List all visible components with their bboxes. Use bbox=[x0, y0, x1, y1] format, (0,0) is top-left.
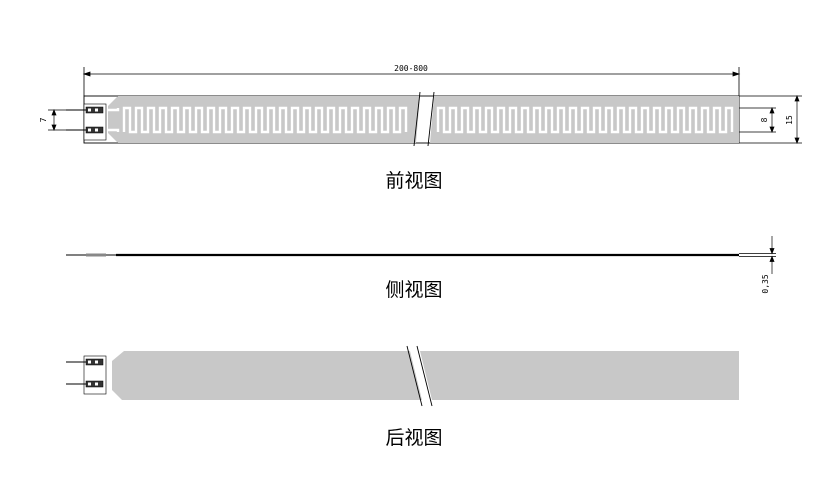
thickness-dimension bbox=[739, 236, 776, 274]
serpentine-segment bbox=[436, 106, 734, 134]
front-film-body-right bbox=[430, 96, 739, 143]
side-terminal bbox=[86, 253, 106, 257]
back-terminals bbox=[83, 355, 107, 395]
trace-width-dim-text: 8 bbox=[760, 117, 769, 122]
front-lead-wires bbox=[66, 109, 86, 131]
total-width-dim-text: 15 bbox=[785, 115, 794, 125]
length-dimension bbox=[82, 67, 741, 96]
total-width-dimension bbox=[739, 95, 802, 144]
front-break-lines bbox=[413, 91, 435, 147]
serpentine-segment bbox=[122, 106, 408, 134]
back-view: 后视图 bbox=[66, 345, 739, 449]
back-lead-wires bbox=[66, 361, 86, 385]
trace-terminal-link bbox=[106, 108, 120, 132]
front-serpentine-trace bbox=[106, 106, 734, 134]
lead-spacing-dim-text: 7 bbox=[39, 117, 48, 122]
front-view-caption: 前视图 bbox=[385, 170, 442, 192]
side-view: 0,35 侧视图 bbox=[66, 236, 776, 301]
trace-width-dimension bbox=[739, 107, 776, 133]
back-film-body-right bbox=[420, 351, 739, 400]
thickness-dim-text: 0,35 bbox=[761, 274, 770, 293]
length-dim-text: 200-800 bbox=[394, 64, 428, 73]
back-film-body bbox=[112, 351, 422, 400]
lead-spacing-dimension bbox=[48, 109, 66, 131]
front-terminals bbox=[83, 103, 107, 141]
side-view-caption: 侧视图 bbox=[385, 279, 442, 301]
back-break-lines bbox=[406, 345, 433, 407]
front-view: 200-800 bbox=[39, 64, 802, 192]
back-view-caption: 后视图 bbox=[385, 427, 442, 449]
